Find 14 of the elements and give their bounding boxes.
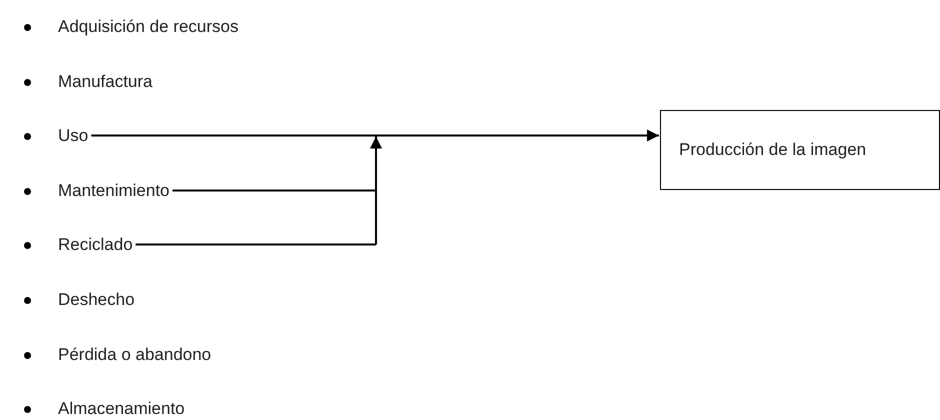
arrow bbox=[370, 136, 382, 244]
connector-line bbox=[136, 244, 376, 246]
list-item-text: Pérdida o abandono bbox=[58, 344, 212, 366]
connector-line bbox=[172, 190, 376, 192]
list-item-text: Adquisición de recursos bbox=[58, 16, 238, 38]
list-item-text: Manufactura bbox=[58, 71, 152, 93]
list-item-text: Reciclado bbox=[58, 235, 133, 254]
box-text: Producción de la imagen bbox=[679, 140, 866, 160]
list-item-text: Deshecho bbox=[58, 289, 135, 311]
list-item-text: Mantenimiento bbox=[58, 181, 170, 200]
process-box bbox=[660, 110, 940, 190]
arrow bbox=[91, 130, 659, 142]
list-item-text: Almacenamiento bbox=[58, 398, 185, 420]
list-item-text: Uso bbox=[58, 126, 88, 145]
